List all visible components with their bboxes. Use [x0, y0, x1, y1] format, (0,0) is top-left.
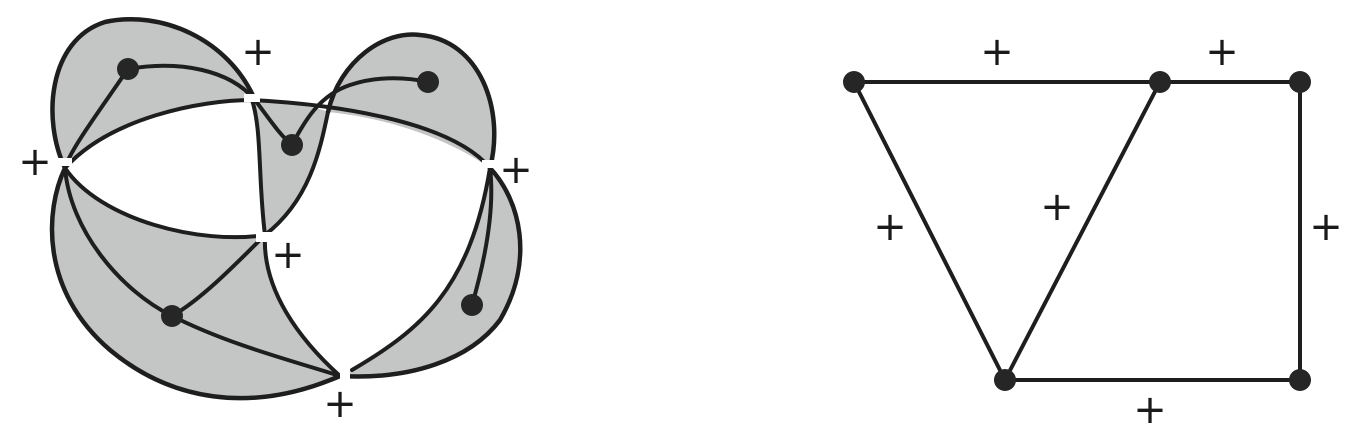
shaded-region-middle — [252, 100, 328, 235]
knot-strand-top-left-link — [126, 63, 294, 147]
crossing-gap-bottom — [340, 368, 350, 382]
knot-outline-bottom — [49, 165, 523, 401]
graph-vertex — [1149, 71, 1171, 93]
crossing-gap-top — [244, 94, 260, 102]
crossing-gap-center — [256, 232, 272, 242]
knot-vertex — [161, 305, 183, 327]
knot-vertex — [281, 134, 303, 156]
graph-edge-diagonal — [1003, 80, 1162, 382]
shaded-region-top-left — [52, 19, 256, 168]
knot-diagram: + + + + + — [18, 17, 533, 427]
edge-sign-bottom: + — [1133, 387, 1167, 433]
knot-strand-top-right-link — [290, 76, 430, 147]
edge-sign-left: + — [873, 204, 907, 250]
edge-sign-diagonal: + — [1040, 184, 1074, 230]
crossing-sign-top: + — [241, 29, 275, 75]
shaded-region-top-right — [328, 34, 495, 169]
knot-outline-top-right-lobe — [325, 32, 497, 171]
graph-vertex — [843, 71, 865, 93]
knot-vertex — [461, 294, 483, 316]
shaded-region-bottom-left — [51, 168, 341, 399]
crossing-sign-left: + — [18, 139, 52, 185]
knot-strand-lower-arc — [63, 166, 267, 240]
edge-sign-top-right: + — [1205, 29, 1239, 75]
shaded-region-right — [340, 168, 521, 377]
tait-graph: + + + + + + — [843, 29, 1343, 433]
graph-vertex — [1289, 369, 1311, 391]
knot-strand-right-link — [470, 166, 494, 307]
crossing-sign-right: + — [499, 147, 533, 193]
crossing-sign-bottom: + — [323, 381, 357, 427]
graph-vertex — [994, 369, 1016, 391]
knot-strand-right-down — [350, 166, 492, 372]
crossing-gap-left — [58, 158, 72, 166]
knot-vertex — [117, 58, 139, 80]
knot-strand-bottom-link — [170, 314, 342, 378]
edge-sign-top-left: + — [980, 29, 1014, 75]
graph-vertex — [1289, 71, 1311, 93]
crossing-gap-right — [482, 160, 498, 168]
knot-strand-left-link — [63, 67, 174, 318]
knot-vertex — [417, 71, 439, 93]
graph-edge-left — [852, 80, 1007, 382]
edge-sign-right: + — [1309, 204, 1343, 250]
knot-outline-top-left-lobe — [50, 17, 258, 171]
crossing-sign-center: + — [271, 232, 305, 278]
